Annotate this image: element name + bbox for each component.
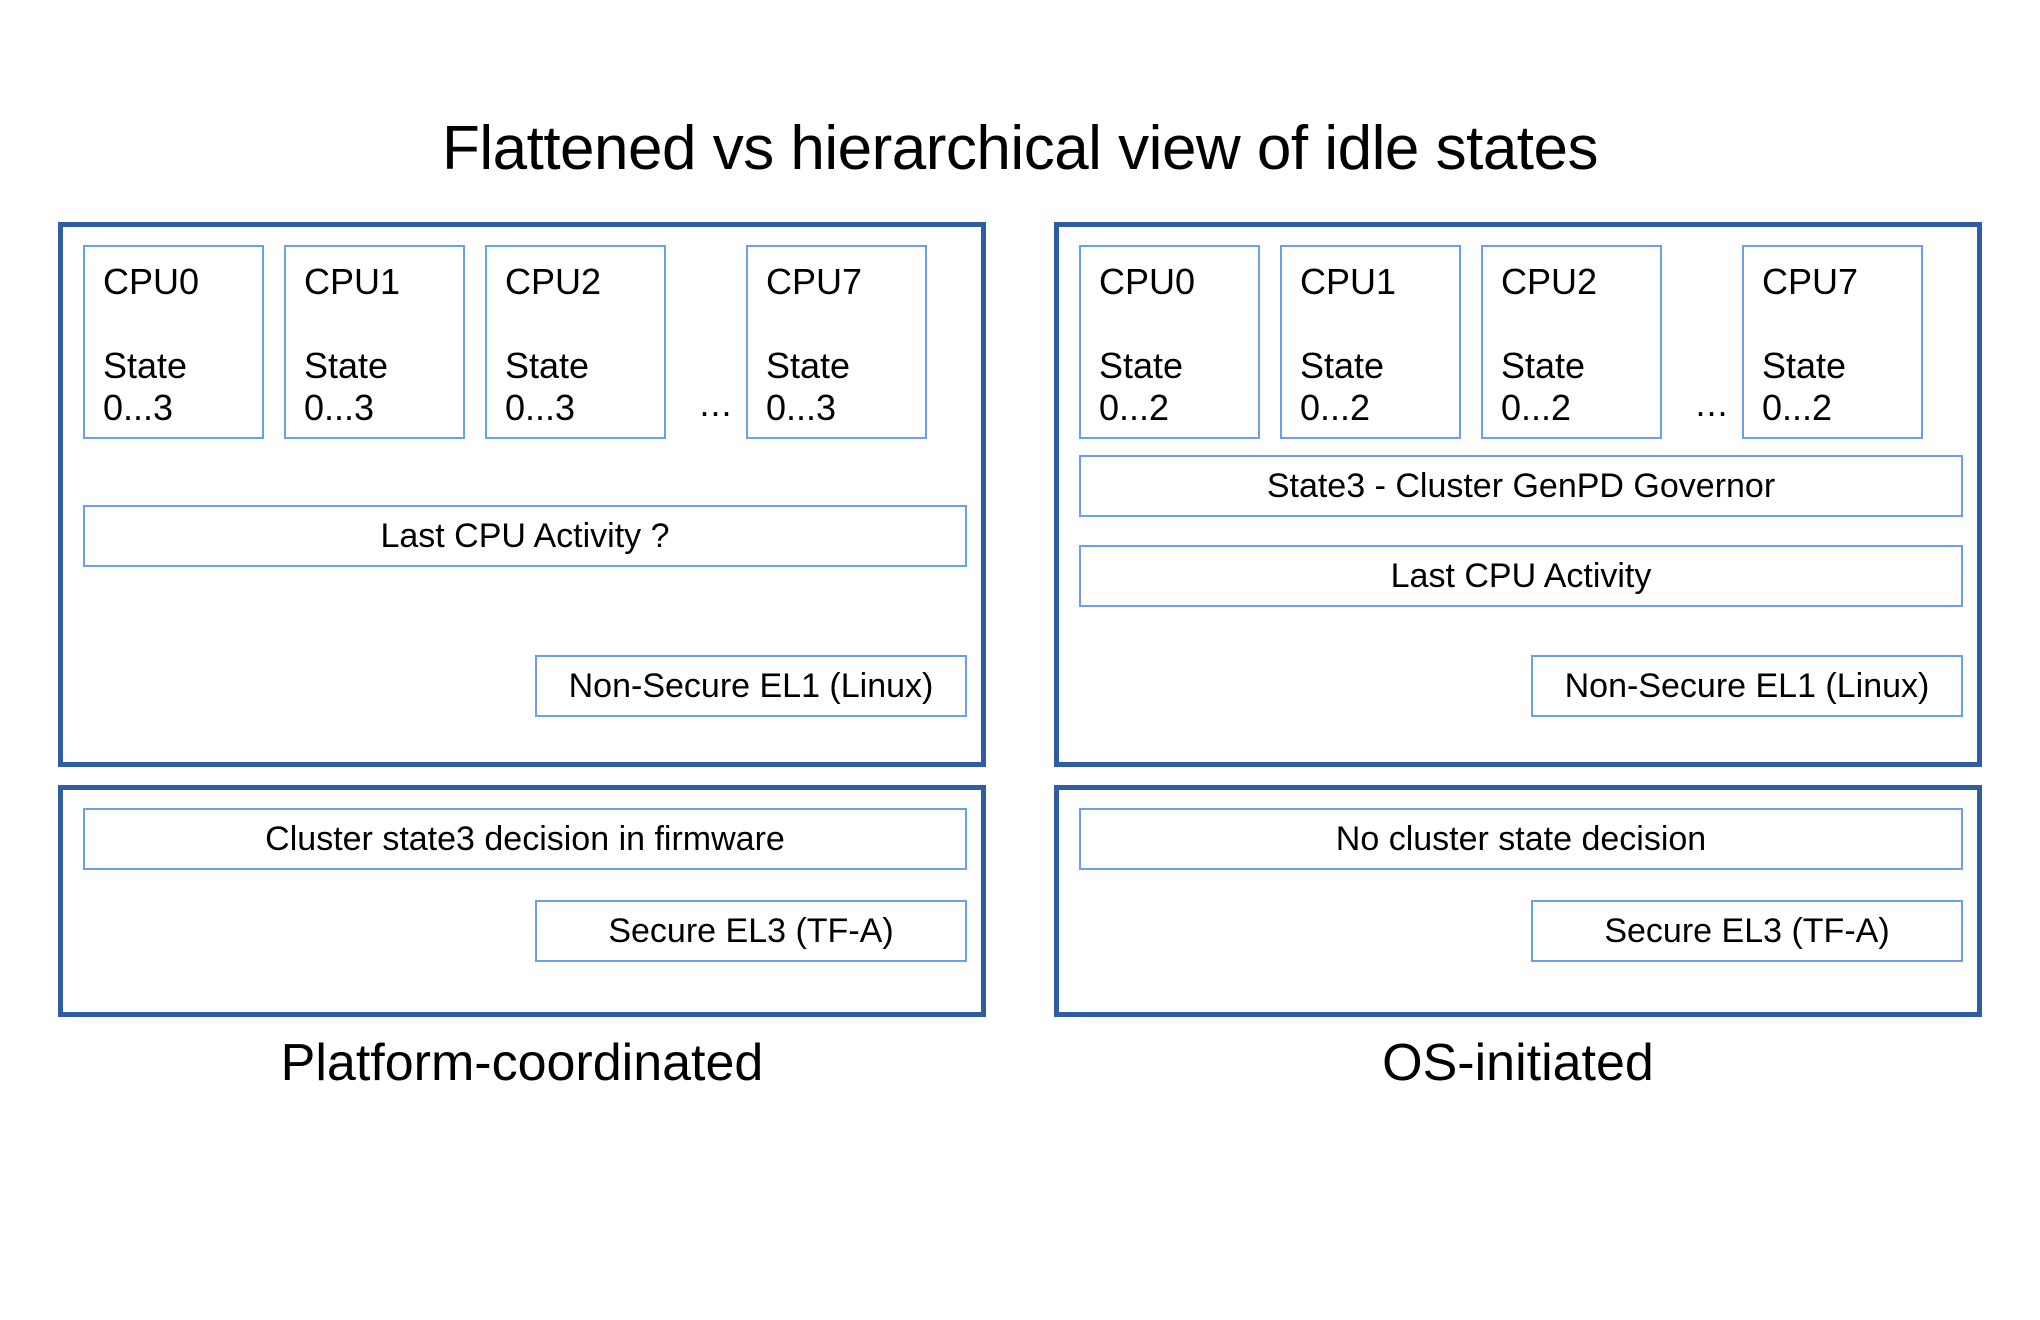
cpu-label: CPU7 <box>1762 261 1859 302</box>
cpu-label: CPU1 <box>1300 261 1397 302</box>
left-os-panel: CPU0 State 0...3 CPU1 State 0...3 CPU2 S… <box>58 222 986 767</box>
right-secure-el3-label: Secure EL3 (TF-A) <box>1531 900 1963 962</box>
cpu-label: CPU1 <box>304 261 401 302</box>
cpu-label: CPU2 <box>1501 261 1598 302</box>
cpu-label: CPU7 <box>766 261 863 302</box>
left-cpu-box-1: CPU1 State 0...3 <box>284 245 465 439</box>
page-title: Flattened vs hierarchical view of idle s… <box>441 114 1599 183</box>
right-cpu-ellipsis: ... <box>1695 383 1729 424</box>
cpu-state-label: State 0...3 <box>103 345 188 428</box>
left-column: CPU0 State 0...3 CPU1 State 0...3 CPU2 S… <box>58 222 986 1017</box>
cpu-label: CPU0 <box>103 261 200 302</box>
right-os-panel: CPU0 State 0...2 CPU1 State 0...2 CPU2 S… <box>1054 222 1982 767</box>
left-firmware-panel: Cluster state3 decision in firmware Secu… <box>58 785 986 1017</box>
right-column: CPU0 State 0...2 CPU1 State 0...2 CPU2 S… <box>1054 222 1982 1017</box>
cpu-state-label: State 0...2 <box>1099 345 1184 428</box>
right-cpu-row: CPU0 State 0...2 CPU1 State 0...2 CPU2 S… <box>1079 245 1963 439</box>
right-non-secure-el1-label: Non-Secure EL1 (Linux) <box>1531 655 1963 717</box>
cpu-state-label: State 0...3 <box>766 345 851 428</box>
left-column-caption: Platform-coordinated <box>280 1034 764 1092</box>
left-last-cpu-activity-bar: Last CPU Activity ? <box>83 505 967 567</box>
right-column-caption: OS-initiated <box>1382 1034 1654 1092</box>
right-cpu-box-2: CPU2 State 0...2 <box>1481 245 1662 439</box>
cpu-state-label: State 0...2 <box>1762 345 1847 428</box>
cpu-state-label: State 0...3 <box>505 345 590 428</box>
right-cpu-box-0: CPU0 State 0...2 <box>1079 245 1260 439</box>
left-cluster-decision-bar: Cluster state3 decision in firmware <box>83 808 967 870</box>
right-cluster-genpd-governor-bar: State3 - Cluster GenPD Governor <box>1079 455 1963 517</box>
cpu-state-label: State 0...2 <box>1501 345 1586 428</box>
cpu-label: CPU0 <box>1099 261 1196 302</box>
left-cpu-ellipsis: ... <box>699 383 733 424</box>
left-cpu-box-0: CPU0 State 0...3 <box>83 245 264 439</box>
left-cpu-box-7: CPU7 State 0...3 <box>746 245 927 439</box>
left-secure-el3-label: Secure EL3 (TF-A) <box>535 900 967 962</box>
left-cpu-box-2: CPU2 State 0...3 <box>485 245 666 439</box>
cpu-label: CPU2 <box>505 261 602 302</box>
cpu-state-label: State 0...3 <box>304 345 389 428</box>
right-firmware-panel: No cluster state decision Secure EL3 (TF… <box>1054 785 1982 1017</box>
right-cpu-box-7: CPU7 State 0...2 <box>1742 245 1923 439</box>
right-cpu-box-1: CPU1 State 0...2 <box>1280 245 1461 439</box>
right-cluster-decision-bar: No cluster state decision <box>1079 808 1963 870</box>
left-non-secure-el1-label: Non-Secure EL1 (Linux) <box>535 655 967 717</box>
cpu-state-label: State 0...2 <box>1300 345 1385 428</box>
right-last-cpu-activity-bar: Last CPU Activity <box>1079 545 1963 607</box>
left-cpu-row: CPU0 State 0...3 CPU1 State 0...3 CPU2 S… <box>83 245 967 439</box>
